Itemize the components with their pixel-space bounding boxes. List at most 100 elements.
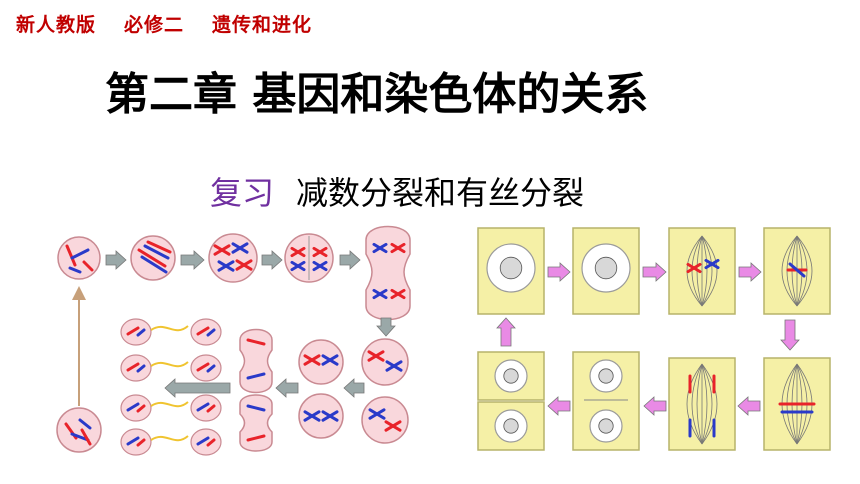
subtitle: 复习减数分裂和有丝分裂 bbox=[210, 168, 584, 214]
sperm-cell bbox=[120, 354, 189, 382]
chromosome bbox=[217, 260, 235, 272]
spindle-fiber bbox=[796, 235, 813, 307]
chromosome bbox=[368, 408, 386, 420]
chromosome bbox=[704, 258, 720, 270]
chromosome bbox=[78, 418, 92, 430]
chromosome bbox=[143, 244, 170, 260]
chromosome bbox=[321, 410, 339, 422]
sperm-cell bbox=[120, 394, 189, 422]
sperm-tail bbox=[150, 361, 189, 368]
chromosome bbox=[367, 350, 385, 362]
process-arrow bbox=[339, 250, 361, 270]
chromosome bbox=[68, 266, 82, 274]
chromosome bbox=[206, 328, 216, 337]
chromosome bbox=[82, 260, 94, 272]
chromosome bbox=[137, 248, 167, 268]
chapter-title: 第二章 基因和染色体的关系 bbox=[105, 69, 649, 120]
chromosome bbox=[246, 404, 266, 412]
module-label: 遗传和进化 bbox=[212, 14, 313, 36]
cell bbox=[298, 339, 344, 385]
chromosome bbox=[788, 262, 806, 278]
chromosome bbox=[140, 255, 168, 274]
cell bbox=[120, 428, 152, 456]
chromosome bbox=[303, 354, 321, 366]
chromosome bbox=[206, 404, 216, 413]
chromosome bbox=[235, 259, 253, 271]
course-header: 新人教版必修二遗传和进化 bbox=[16, 10, 340, 37]
cell bbox=[56, 407, 102, 453]
cycle-arrow-head bbox=[72, 286, 86, 300]
mitosis-arrow bbox=[547, 262, 571, 282]
process-arrow bbox=[164, 378, 231, 398]
cell bbox=[361, 396, 409, 444]
chromosome bbox=[372, 242, 388, 254]
process-arrow bbox=[275, 378, 299, 398]
subtitle-lead: 复习 bbox=[210, 174, 275, 212]
spindle-fiber bbox=[701, 363, 713, 445]
process-arrow bbox=[261, 250, 283, 270]
sperm-tail bbox=[150, 435, 189, 442]
chromosome bbox=[126, 436, 140, 446]
process-arrow bbox=[180, 250, 205, 270]
sperm-tail bbox=[150, 401, 189, 408]
mitosis-diagram bbox=[477, 227, 831, 451]
chromosome bbox=[136, 438, 146, 447]
cell bbox=[361, 338, 409, 386]
spindle-fiber bbox=[691, 235, 703, 307]
chromosome bbox=[390, 242, 406, 254]
chromosome bbox=[246, 372, 266, 380]
chromosome bbox=[146, 240, 172, 254]
chromosome bbox=[290, 260, 306, 272]
nucleolus bbox=[598, 368, 614, 384]
spindle-fiber bbox=[701, 363, 708, 445]
spindle-fiber bbox=[691, 363, 703, 445]
cell bbox=[120, 394, 152, 422]
cell bbox=[120, 354, 152, 382]
dividing-cell bbox=[239, 328, 273, 394]
chromosome bbox=[126, 402, 140, 412]
mitosis-arrow bbox=[643, 396, 667, 416]
nucleolus bbox=[598, 418, 614, 434]
chromosome bbox=[372, 288, 388, 300]
chromosome bbox=[196, 362, 210, 372]
cell bbox=[298, 393, 344, 439]
spindle-fiber bbox=[686, 363, 703, 445]
chromosome bbox=[206, 364, 216, 373]
edition-label: 新人教版 bbox=[16, 14, 97, 36]
chromosome bbox=[136, 328, 146, 337]
chromosome bbox=[246, 434, 266, 442]
sperm-cell bbox=[120, 428, 189, 456]
dividing-cell bbox=[239, 394, 273, 452]
nucleolus bbox=[594, 256, 618, 280]
mitosis-arrow bbox=[780, 319, 800, 351]
cell bbox=[190, 318, 222, 346]
chromosome bbox=[312, 246, 328, 258]
mitosis-arrow bbox=[547, 396, 571, 416]
cell bbox=[190, 354, 222, 382]
dividing-cell bbox=[365, 225, 411, 321]
cell bbox=[208, 233, 258, 283]
chromosome bbox=[70, 432, 90, 442]
process-arrow bbox=[376, 317, 396, 337]
subtitle-topic: 减数分裂和有丝分裂 bbox=[296, 174, 585, 212]
chromosome bbox=[390, 288, 406, 300]
cell bbox=[120, 318, 152, 346]
mitosis-arrow bbox=[738, 262, 762, 282]
chromosome bbox=[136, 404, 146, 413]
chromosome bbox=[385, 360, 403, 372]
chromosome bbox=[70, 248, 90, 260]
sperm-tail bbox=[150, 325, 189, 332]
mitosis-arrow bbox=[642, 262, 667, 282]
chromosome bbox=[196, 402, 210, 412]
chromosome bbox=[312, 260, 328, 272]
gamete-cell bbox=[190, 318, 222, 346]
chromosome bbox=[80, 428, 92, 446]
mitosis-arrow bbox=[737, 396, 761, 416]
spindle-fiber bbox=[701, 235, 718, 307]
chromosome bbox=[196, 436, 210, 446]
chromosome bbox=[206, 438, 216, 447]
spindle-fiber bbox=[696, 363, 703, 445]
sperm-cell bbox=[120, 318, 189, 346]
nucleolus bbox=[503, 368, 519, 384]
